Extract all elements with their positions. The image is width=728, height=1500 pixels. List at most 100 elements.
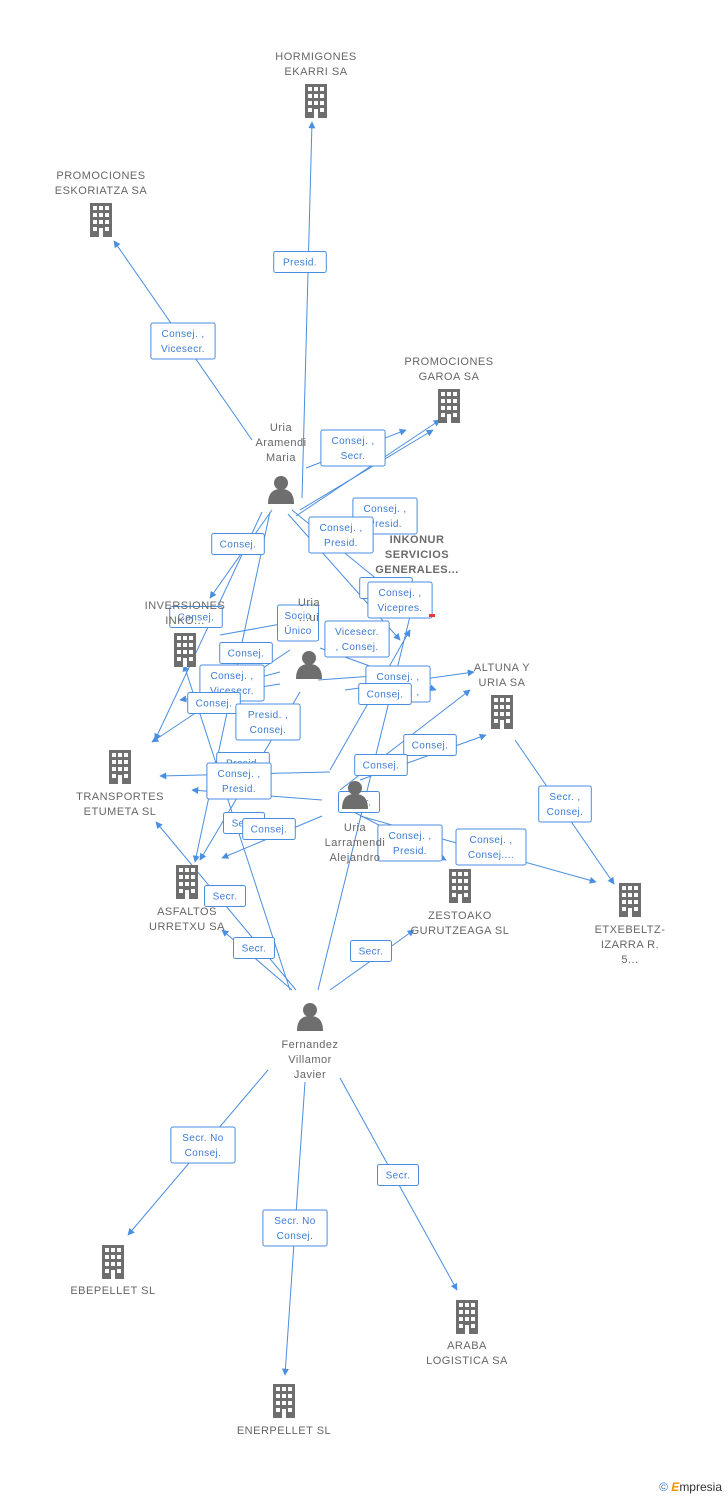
edge-label-box <box>206 762 272 800</box>
edge-label-box <box>150 322 216 360</box>
node-label: EBEPELLET SL <box>70 1285 155 1297</box>
edge-label-text: Consej. <box>178 613 215 624</box>
node-inkonur[interactable]: INKONURSERVICIOSGENERALES... <box>375 534 459 617</box>
edge-role-label[interactable]: Secr. <box>204 885 246 907</box>
edge-label-box <box>358 683 412 705</box>
edge-role-label[interactable]: Consej. <box>211 533 265 555</box>
building-icon <box>273 1384 295 1418</box>
edge-role-label[interactable]: Consej. <box>169 606 223 628</box>
edge-role-label[interactable]: Consej. , Presid. <box>308 516 374 554</box>
edge-label-text: Presid. <box>283 258 317 269</box>
node-label: INKONUR <box>390 534 445 546</box>
edge-role-label[interactable]: Consej. ,Presid. <box>377 824 443 862</box>
node-label: ETUMETA SL <box>84 806 157 818</box>
edge-label-text: Consej. <box>547 807 584 818</box>
node-label: Javier <box>294 1069 326 1081</box>
edge-label-box <box>403 734 457 756</box>
edge-role-label[interactable]: Consej. ,Secr. <box>320 429 386 467</box>
node-etxebeltz[interactable]: ETXEBELTZ-IZARRA R.5... <box>595 883 666 966</box>
edge-role-label[interactable]: Consej. <box>358 683 412 705</box>
edge-label-text: Consej. , <box>469 835 512 846</box>
edge-role-label[interactable]: Consej. <box>354 754 408 776</box>
node-label: Larramendi <box>325 837 386 849</box>
node-label: Maria <box>266 452 296 464</box>
copyright-symbol: © <box>659 1480 668 1494</box>
edge-label-text: Secr. <box>242 944 267 955</box>
node-label: ASFALTOS <box>157 906 217 918</box>
node-label: TRANSPORTES <box>76 791 164 803</box>
node-inversiones[interactable]: INVERSIONESINKO... <box>145 600 226 667</box>
empresia-brand[interactable]: © Empresia <box>659 1480 722 1494</box>
node-label: GURUTZEAGA SL <box>411 925 510 937</box>
edge-label-text: Consej. <box>196 699 233 710</box>
edge-role-label[interactable]: Presid. ,Consej. <box>235 703 301 741</box>
edge-role-label[interactable]: Consej. ,Vicepres. <box>367 581 433 619</box>
node-eskoriatza[interactable]: PROMOCIONES ESKORIATZA SA <box>55 170 148 237</box>
node-label: ESKORIATZA SA <box>55 185 148 197</box>
edge-label-box <box>377 824 443 862</box>
edge-label-text: Secr. <box>341 451 366 462</box>
edge-role-label[interactable]: Consej. <box>403 734 457 756</box>
edge-label-text: Consej. , <box>363 504 406 515</box>
node-label: Uria <box>270 422 293 434</box>
edge-label-text: Consej. , <box>376 672 419 683</box>
node-label: Uria <box>298 597 321 609</box>
edge-role-label[interactable]: Consej. ,Vicesecr. <box>150 322 216 360</box>
building-icon <box>449 869 471 903</box>
node-enerpellet[interactable]: ENERPELLET SL <box>237 1384 331 1437</box>
edge-role-label[interactable]: Consej. <box>219 642 273 664</box>
edge-role-label[interactable]: Consej. <box>187 692 241 714</box>
edge-role-label[interactable]: Secr. <box>377 1164 419 1186</box>
edge-label-text: Secr. <box>386 1171 411 1182</box>
edge-label-text: , Consej. <box>335 642 378 653</box>
edge-role-label[interactable]: Presid. <box>273 251 327 273</box>
edge-label-text: Consej. <box>277 1231 314 1242</box>
edge-role-label[interactable]: Consej. ,Presid. <box>206 762 272 800</box>
node-asfaltos[interactable]: ASFALTOS URRETXU SA <box>149 865 225 933</box>
edge-role-label[interactable]: Secr. <box>233 937 275 959</box>
node-label: ...ui <box>299 612 319 624</box>
edge-label-text: Presid. <box>324 538 358 549</box>
node-label: HORMIGONES <box>275 51 356 63</box>
node-label: ETXEBELTZ- <box>595 924 666 936</box>
node-label: ARABA <box>447 1340 487 1352</box>
edge-label-box <box>219 642 273 664</box>
edge-role-label[interactable]: Vicesecr., Consej. <box>324 620 390 658</box>
edge-label-box <box>187 692 241 714</box>
node-label: PROMOCIONES <box>404 356 493 368</box>
node-transportes[interactable]: TRANSPORTES ETUMETA SL <box>76 750 164 818</box>
edge-label-text: Consej. , <box>319 523 362 534</box>
edge-label-text: Consej. , <box>210 671 253 682</box>
building-icon <box>438 389 460 423</box>
node-araba[interactable]: ARABA LOGISTICA SA <box>426 1300 508 1367</box>
edge-label-text: Presid. <box>368 519 402 530</box>
person-icon <box>268 476 294 504</box>
edge-label-box <box>262 1209 328 1247</box>
node-label: Villamor <box>288 1054 332 1066</box>
edge-label-box <box>455 828 527 866</box>
edge-label-box <box>233 937 275 959</box>
edge-role-label[interactable]: Secr. ,Consej. <box>538 785 592 823</box>
edge-role-label[interactable]: Secr. <box>350 940 392 962</box>
node-label: PROMOCIONES <box>56 170 145 182</box>
node-uria2[interactable]: Uria ...ui <box>296 597 322 679</box>
edge-label-text: Consej. , <box>378 588 421 599</box>
node-label: LOGISTICA SA <box>426 1355 508 1367</box>
node-ebepellet[interactable]: EBEPELLET SL <box>70 1245 155 1297</box>
node-label: URRETXU SA <box>149 921 225 933</box>
edge-role-label[interactable]: Consej. ,Consej.... <box>455 828 527 866</box>
edge-role-label[interactable]: Consej. <box>242 818 296 840</box>
building-icon <box>619 883 641 917</box>
